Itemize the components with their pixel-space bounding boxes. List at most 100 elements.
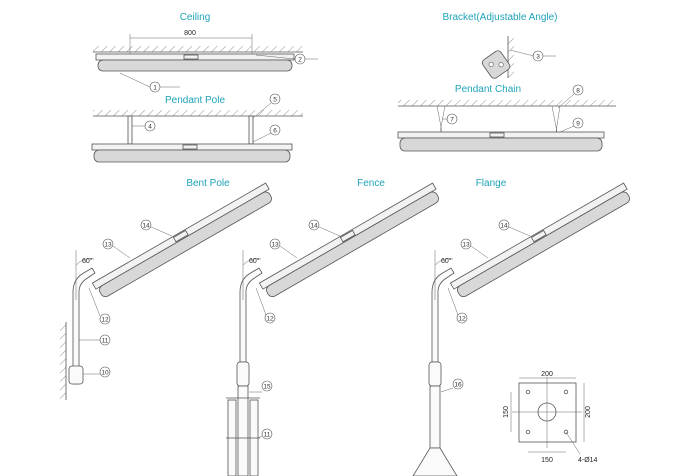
callout-13-b: [269, 238, 281, 250]
fence-view: Fence 60° 13 14 12 15 11: [226, 178, 439, 476]
flange-angle-label: 60°: [441, 257, 452, 265]
callout-2-text: 2: [298, 57, 302, 64]
callout-12-c: [456, 312, 468, 324]
callout-2: [294, 53, 306, 65]
bracket-view: Bracket(Adjustable Angle) 3: [442, 12, 558, 79]
title-ceiling: Ceiling: [180, 12, 211, 23]
callout-12-c-text: 12: [458, 316, 466, 323]
pendant-pole-view: Pendant Pole 4 5 6: [91, 93, 303, 163]
callout-9: [572, 117, 584, 129]
leader-14-c: [508, 226, 531, 237]
bent-angle-label: 60°: [82, 257, 93, 265]
pendant-rod-left: [127, 115, 133, 145]
callout-13-b-text: 13: [271, 242, 279, 249]
bracket-wall-hatch: [508, 36, 514, 78]
callout-13-a-text: 13: [104, 242, 112, 249]
ceiling-lamp-badge: [183, 54, 199, 60]
leader-12-a: [88, 287, 101, 317]
pendant-rod-right: [248, 115, 254, 145]
fence-angle-arc: [242, 258, 262, 266]
callout-4-text: 4: [148, 124, 152, 131]
flange-base: [412, 447, 458, 476]
fence-angle-label: 60°: [249, 257, 260, 265]
chain-right: [551, 105, 561, 133]
callout-7-text: 7: [450, 117, 454, 124]
leader-13-a: [112, 245, 131, 259]
chain-lamp-body: [399, 137, 603, 152]
callout-11-a-text: 11: [102, 338, 109, 345]
leader-12-c: [447, 287, 459, 316]
callout-13-a: [102, 238, 114, 250]
title-flange: Flange: [476, 178, 507, 189]
leader-14-a: [150, 226, 173, 237]
flange-center-hole: [537, 402, 557, 422]
fence-lamp: [258, 182, 439, 298]
leader-8: [557, 93, 575, 109]
leader-14-b: [318, 226, 341, 237]
flange-holes-label: 4-Ø14: [578, 457, 598, 464]
callout-10: [99, 366, 111, 378]
title-pendant-chain: Pendant Chain: [455, 84, 521, 95]
flange-view: Flange 60° 13 14 12 16: [412, 178, 630, 476]
flange-pole-shaft: [431, 267, 455, 363]
leader-9: [559, 125, 575, 133]
flange-bolt-hole-tl: [525, 389, 531, 395]
flange-pole-joint: [428, 361, 442, 387]
callout-12-a-text: 12: [101, 317, 109, 324]
callout-3-text: 3: [536, 54, 540, 61]
flange-width-label: 200: [541, 371, 553, 378]
pendant-lamp-badge: [182, 144, 198, 150]
callout-9-text: 9: [576, 121, 580, 128]
callout-15: [261, 380, 273, 392]
fence-pole-lower: [237, 385, 249, 476]
bent-pole-base: [68, 365, 84, 385]
callout-5: [269, 93, 281, 105]
callout-12-b: [264, 312, 276, 324]
flange-bolt-hole-br: [563, 429, 569, 435]
bracket-lamp: [481, 50, 511, 79]
ceiling-hatch: [93, 46, 303, 52]
flange-pole-lower: [429, 385, 441, 449]
callout-1-text: 1: [153, 85, 157, 92]
callout-11-b-text: 11: [264, 432, 271, 439]
title-bent-pole: Bent Pole: [186, 178, 230, 189]
leader-6: [252, 132, 272, 143]
flange-bolt-hole-tr: [563, 389, 569, 395]
flange-plate-detail: 200 200 150 150 4-Ø14: [503, 371, 598, 464]
pendant-ceiling-hatch: [93, 110, 303, 116]
callout-11-b: [261, 428, 273, 440]
leader-3: [509, 49, 535, 57]
callout-6-text: 6: [273, 128, 277, 135]
bent-angle-arc: [75, 258, 95, 266]
fence-pole-joint: [236, 361, 250, 387]
bent-wall-hatch: [60, 322, 66, 400]
callout-16: [452, 378, 464, 390]
fence-pole-shaft: [239, 267, 263, 363]
callout-14-c-text: 14: [500, 223, 508, 230]
callout-13-c: [460, 238, 472, 250]
callout-6: [269, 124, 281, 136]
callout-14-a: [140, 219, 152, 231]
callout-15-text: 15: [263, 384, 271, 391]
callout-12-a: [99, 313, 111, 325]
callout-16-text: 16: [454, 382, 462, 389]
callout-1: [149, 81, 161, 93]
flange-hole-leader: [565, 431, 581, 455]
title-fence: Fence: [357, 178, 385, 189]
flange-inner-h-label: 150: [503, 406, 510, 418]
flange-angle-arc: [434, 258, 454, 266]
leader-2: [255, 54, 296, 60]
ceiling-lamp-body: [97, 59, 293, 72]
callout-14-a-text: 14: [142, 223, 150, 230]
callout-14-c: [498, 219, 510, 231]
pendant-chain-view: Pendant Chain 7 8 9: [397, 84, 616, 152]
callout-14-b-text: 14: [310, 223, 318, 230]
bent-pole-shaft: [72, 267, 96, 385]
title-bracket: Bracket(Adjustable Angle): [442, 12, 557, 23]
chain-ceiling-hatch: [398, 100, 616, 106]
bent-lamp: [91, 182, 272, 298]
callout-8: [572, 84, 584, 96]
callout-8-text: 8: [576, 88, 580, 95]
callout-13-c-text: 13: [462, 242, 470, 249]
